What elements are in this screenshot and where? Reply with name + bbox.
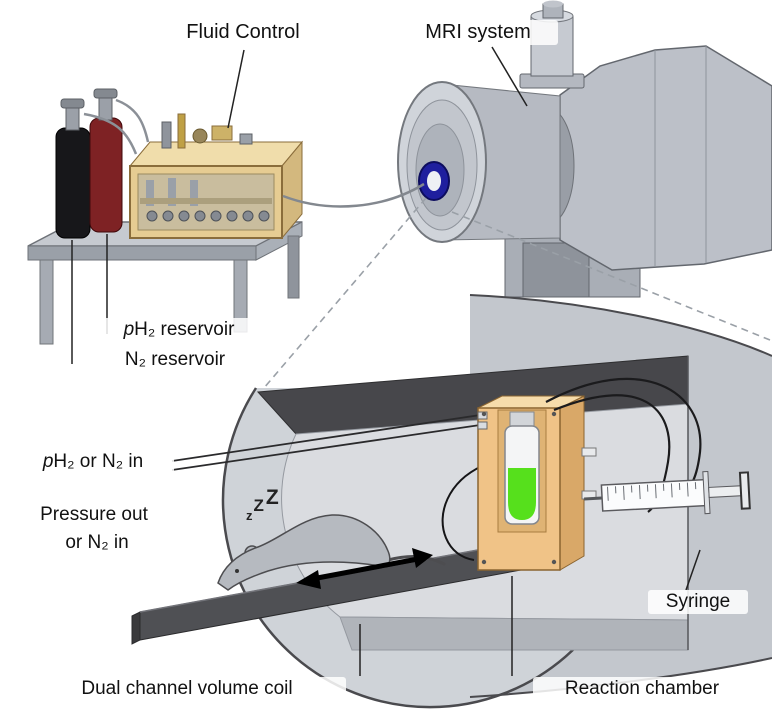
syringe-plunger: [708, 485, 744, 498]
gas-cylinder-red: [89, 88, 123, 233]
syringe-thumb-rest: [738, 471, 751, 510]
zoom-dashed-lines: [251, 197, 771, 403]
label-ph2-reservoir: pH₂ reservoir: [100, 318, 258, 342]
gas-cylinder-black: [55, 98, 91, 239]
label-mri-system: MRI system: [398, 20, 558, 45]
syringe: [584, 470, 751, 515]
mouse-eye: [235, 569, 239, 573]
label-n2-reservoir: N₂ reservoir: [100, 348, 250, 372]
rf-cable: [282, 182, 425, 208]
chamber-screws: [481, 411, 557, 565]
bed-motion-arrow: [296, 548, 433, 589]
coil-cable: [441, 465, 483, 561]
mouse-body: [217, 514, 391, 591]
gas-hose: [83, 112, 138, 155]
gas-hose: [115, 98, 150, 143]
label-dual-channel-volume-coil: Dual channel volume coil: [28, 677, 346, 701]
label-syringe: Syringe: [648, 590, 748, 614]
label-or-n2-in: or N₂ in: [36, 531, 158, 555]
gas-supply-tubes: [171, 413, 488, 471]
label-ph2-or-n2-in: pH₂ or N₂ in: [12, 450, 174, 474]
vial-liquid: [508, 468, 536, 520]
bore-bottom-shell: [339, 616, 689, 651]
syringe-graduations: [606, 482, 697, 501]
label-leader-lines: [71, 46, 701, 676]
label-pressure-out: Pressure out: [18, 503, 170, 527]
valve-manifold: [146, 210, 270, 222]
label-reaction-chamber: Reaction chamber: [533, 677, 751, 701]
fluid-control-unit: [128, 113, 304, 240]
mouse-sleep-zzz: zZZ: [246, 486, 279, 523]
reaction-chamber-assembly: [477, 395, 597, 571]
syringe-barrel: [600, 478, 708, 512]
mri-scanner: [397, 0, 772, 298]
label-fluid-control: Fluid Control: [158, 20, 328, 45]
mri-gantry: [559, 45, 772, 271]
